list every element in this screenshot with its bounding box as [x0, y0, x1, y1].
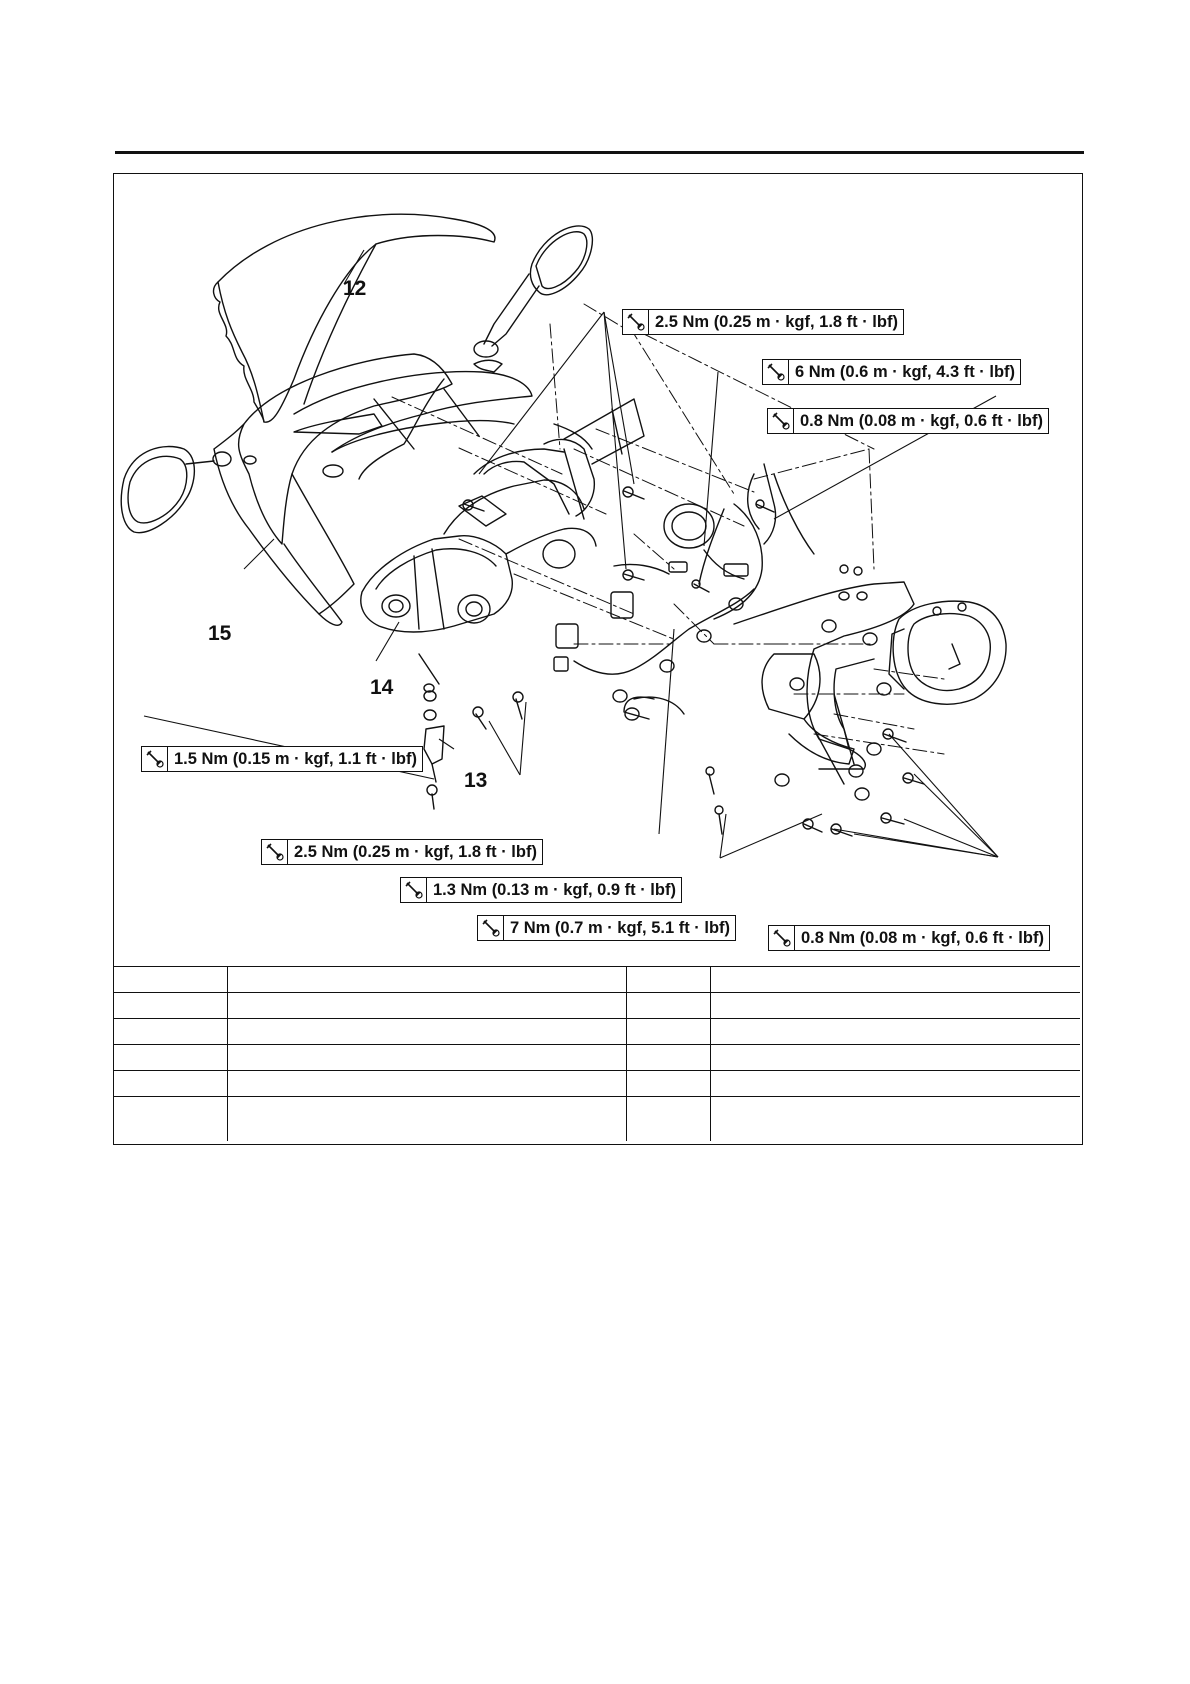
- meter-assembly: [892, 600, 1007, 705]
- exploded-view-frame: 12 13 14 15 2.5 Nm (0.25 m · kgf, 1.8 ft…: [113, 173, 1083, 1145]
- torque-wrench-icon: [769, 926, 795, 950]
- bolt-group: [426, 486, 925, 837]
- torque-wrench-icon: [768, 409, 794, 433]
- torque-spec-box: 1.5 Nm (0.15 m · kgf, 1.1 ft · lbf): [141, 746, 423, 772]
- table-cell: [227, 1044, 627, 1071]
- header-rule: [115, 151, 1084, 154]
- torque-spec-value: 2.5 Nm (0.25 m · kgf, 1.8 ft · lbf): [294, 842, 537, 861]
- table-cell: [227, 966, 627, 993]
- table-cell: [710, 1096, 1080, 1141]
- table-cell: [710, 1018, 1080, 1045]
- torque-spec-value: 2.5 Nm (0.25 m · kgf, 1.8 ft · lbf): [655, 312, 898, 331]
- table-row: [114, 966, 1080, 993]
- table-cell: [227, 992, 627, 1019]
- torque-spec-box: 6 Nm (0.6 m · kgf, 4.3 ft · lbf): [762, 359, 1022, 385]
- table-cell: [626, 1070, 711, 1097]
- table-cell: [710, 1070, 1080, 1097]
- table-cell: [114, 1070, 228, 1097]
- left-mirror: [120, 445, 196, 534]
- torque-spec-value: 7 Nm (0.7 m · kgf, 5.1 ft · lbf): [510, 918, 731, 937]
- table-cell: [114, 1096, 228, 1141]
- exploded-view-diagram: [120, 213, 1007, 859]
- torque-spec-value: 0.8 Nm (0.08 m · kgf, 0.6 ft · lbf): [801, 928, 1044, 947]
- torque-spec-box: 1.3 Nm (0.13 m · kgf, 0.9 ft · lbf): [400, 877, 682, 903]
- table-cell: [114, 1018, 228, 1045]
- torque-spec-box: 7 Nm (0.7 m · kgf, 5.1 ft · lbf): [477, 915, 737, 941]
- parts-table: [114, 966, 1080, 1141]
- table-row: [114, 1070, 1080, 1097]
- table-cell: [710, 1044, 1080, 1071]
- table-cell: [227, 1096, 627, 1141]
- torque-spec-box: 2.5 Nm (0.25 m · kgf, 1.8 ft · lbf): [261, 839, 543, 865]
- torque-wrench-icon: [763, 360, 789, 384]
- table-cell: [227, 1070, 627, 1097]
- table-cell: [626, 1096, 711, 1141]
- table-cell: [114, 1044, 228, 1071]
- callout-15: 15: [208, 622, 232, 645]
- torque-wrench-icon: [623, 310, 649, 334]
- torque-wrench-icon: [401, 878, 427, 902]
- torque-spec-box: 0.8 Nm (0.08 m · kgf, 0.6 ft · lbf): [767, 408, 1049, 434]
- callout-14: 14: [370, 676, 394, 699]
- table-cell: [626, 966, 711, 993]
- torque-spec-box: 0.8 Nm (0.08 m · kgf, 0.6 ft · lbf): [768, 925, 1050, 951]
- table-cell: [626, 1018, 711, 1045]
- windshield: [217, 213, 496, 423]
- callout-13: 13: [464, 769, 488, 792]
- headlight-assembly: [360, 535, 513, 633]
- torque-spec-value: 1.3 Nm (0.13 m · kgf, 0.9 ft · lbf): [433, 880, 676, 899]
- torque-spec-box: 2.5 Nm (0.25 m · kgf, 1.8 ft · lbf): [622, 309, 904, 335]
- meter-stay: [733, 581, 915, 750]
- headlight-bracket: [423, 725, 445, 765]
- torque-wrench-icon: [478, 916, 504, 940]
- callout-12: 12: [343, 277, 367, 300]
- table-cell: [626, 1044, 711, 1071]
- table-cell: [626, 992, 711, 1019]
- torque-spec-value: 6 Nm (0.6 m · kgf, 4.3 ft · lbf): [795, 362, 1016, 381]
- table-cell: [710, 966, 1080, 993]
- table-row: [114, 992, 1080, 1019]
- torque-spec-value: 0.8 Nm (0.08 m · kgf, 0.6 ft · lbf): [800, 411, 1043, 430]
- table-row: [114, 1018, 1080, 1045]
- table-cell: [227, 1018, 627, 1045]
- torque-spec-value: 1.5 Nm (0.15 m · kgf, 1.1 ft · lbf): [174, 749, 417, 768]
- table-cell: [114, 966, 228, 993]
- front-cowling: [237, 353, 453, 545]
- grommet-group: [423, 564, 892, 801]
- torque-wrench-icon: [262, 840, 288, 864]
- right-mirror: [529, 225, 594, 296]
- table-cell: [710, 992, 1080, 1019]
- table-row: [114, 1044, 1080, 1071]
- torque-wrench-icon: [142, 747, 168, 771]
- table-row: [114, 1096, 1080, 1141]
- table-cell: [114, 992, 228, 1019]
